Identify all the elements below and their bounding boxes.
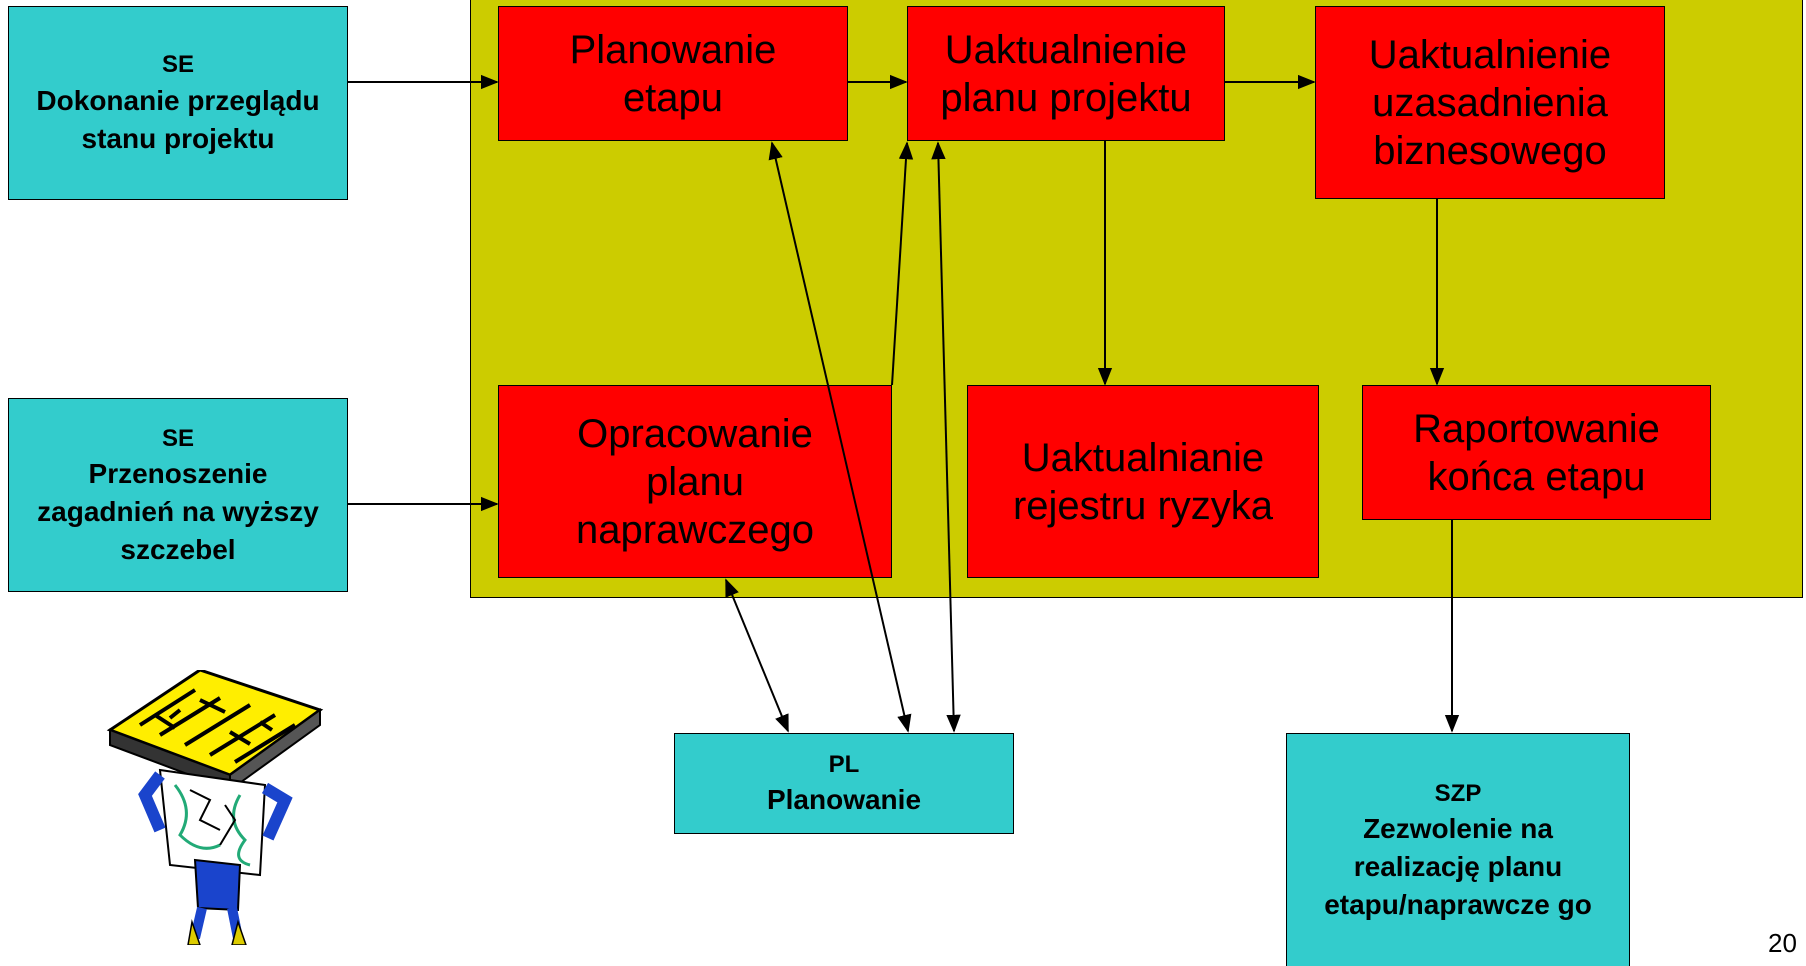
arrow-project-plan-pl <box>931 141 961 733</box>
pl-planning-title: Planowanie <box>766 784 922 816</box>
pl-planning-box: PL Planowanie <box>674 733 1014 834</box>
se-review-box: SE Dokonanie przeglądu stanu projektu <box>8 6 348 200</box>
arrow-plan-stage-pl <box>768 141 912 733</box>
update-business-case-label: Uaktualnienie uzasadnienia biznesowego <box>1368 32 1612 173</box>
szp-authorize-box: SZP Zezwolenie na realizację planu etapu… <box>1286 733 1630 966</box>
maze-figure-icon <box>106 670 324 945</box>
update-risk-register-label: Uaktualnianie rejestru ryzyka <box>1012 435 1274 528</box>
page-number: 20 <box>1768 928 1797 958</box>
update-project-plan-box: Uaktualnienie planu projektu <box>907 6 1225 141</box>
pl-planning-code: PL <box>828 750 860 778</box>
update-risk-register-box: Uaktualnianie rejestru ryzyka <box>967 385 1319 578</box>
update-project-plan-label: Uaktualnienie planu projektu <box>940 27 1192 120</box>
plan-stage-box: Planowanie etapu <box>498 6 848 141</box>
szp-authorize-code: SZP <box>1434 779 1482 807</box>
szp-authorize-title: Zezwolenie na realizację planu etapu/nap… <box>1324 813 1592 920</box>
se-escalate-title: Przenoszenie zagadnień na wyższy szczebe… <box>37 458 319 565</box>
se-review-title: Dokonanie przeglądu stanu projektu <box>36 85 320 154</box>
report-stage-end-box: Raportowanie końca etapu <box>1362 385 1711 520</box>
se-review-code: SE <box>161 51 194 79</box>
arrow-exception-plan-to-project-plan <box>891 141 914 386</box>
report-stage-end-label: Raportowanie końca etapu <box>1413 406 1660 499</box>
update-business-case-box: Uaktualnienie uzasadnienia biznesowego <box>1315 6 1665 199</box>
se-escalate-code: SE <box>161 424 194 452</box>
se-escalate-box: SE Przenoszenie zagadnień na wyższy szcz… <box>8 398 348 592</box>
plan-stage-label: Planowanie etapu <box>569 27 777 120</box>
arrow-exception-plan-pl <box>725 578 789 733</box>
